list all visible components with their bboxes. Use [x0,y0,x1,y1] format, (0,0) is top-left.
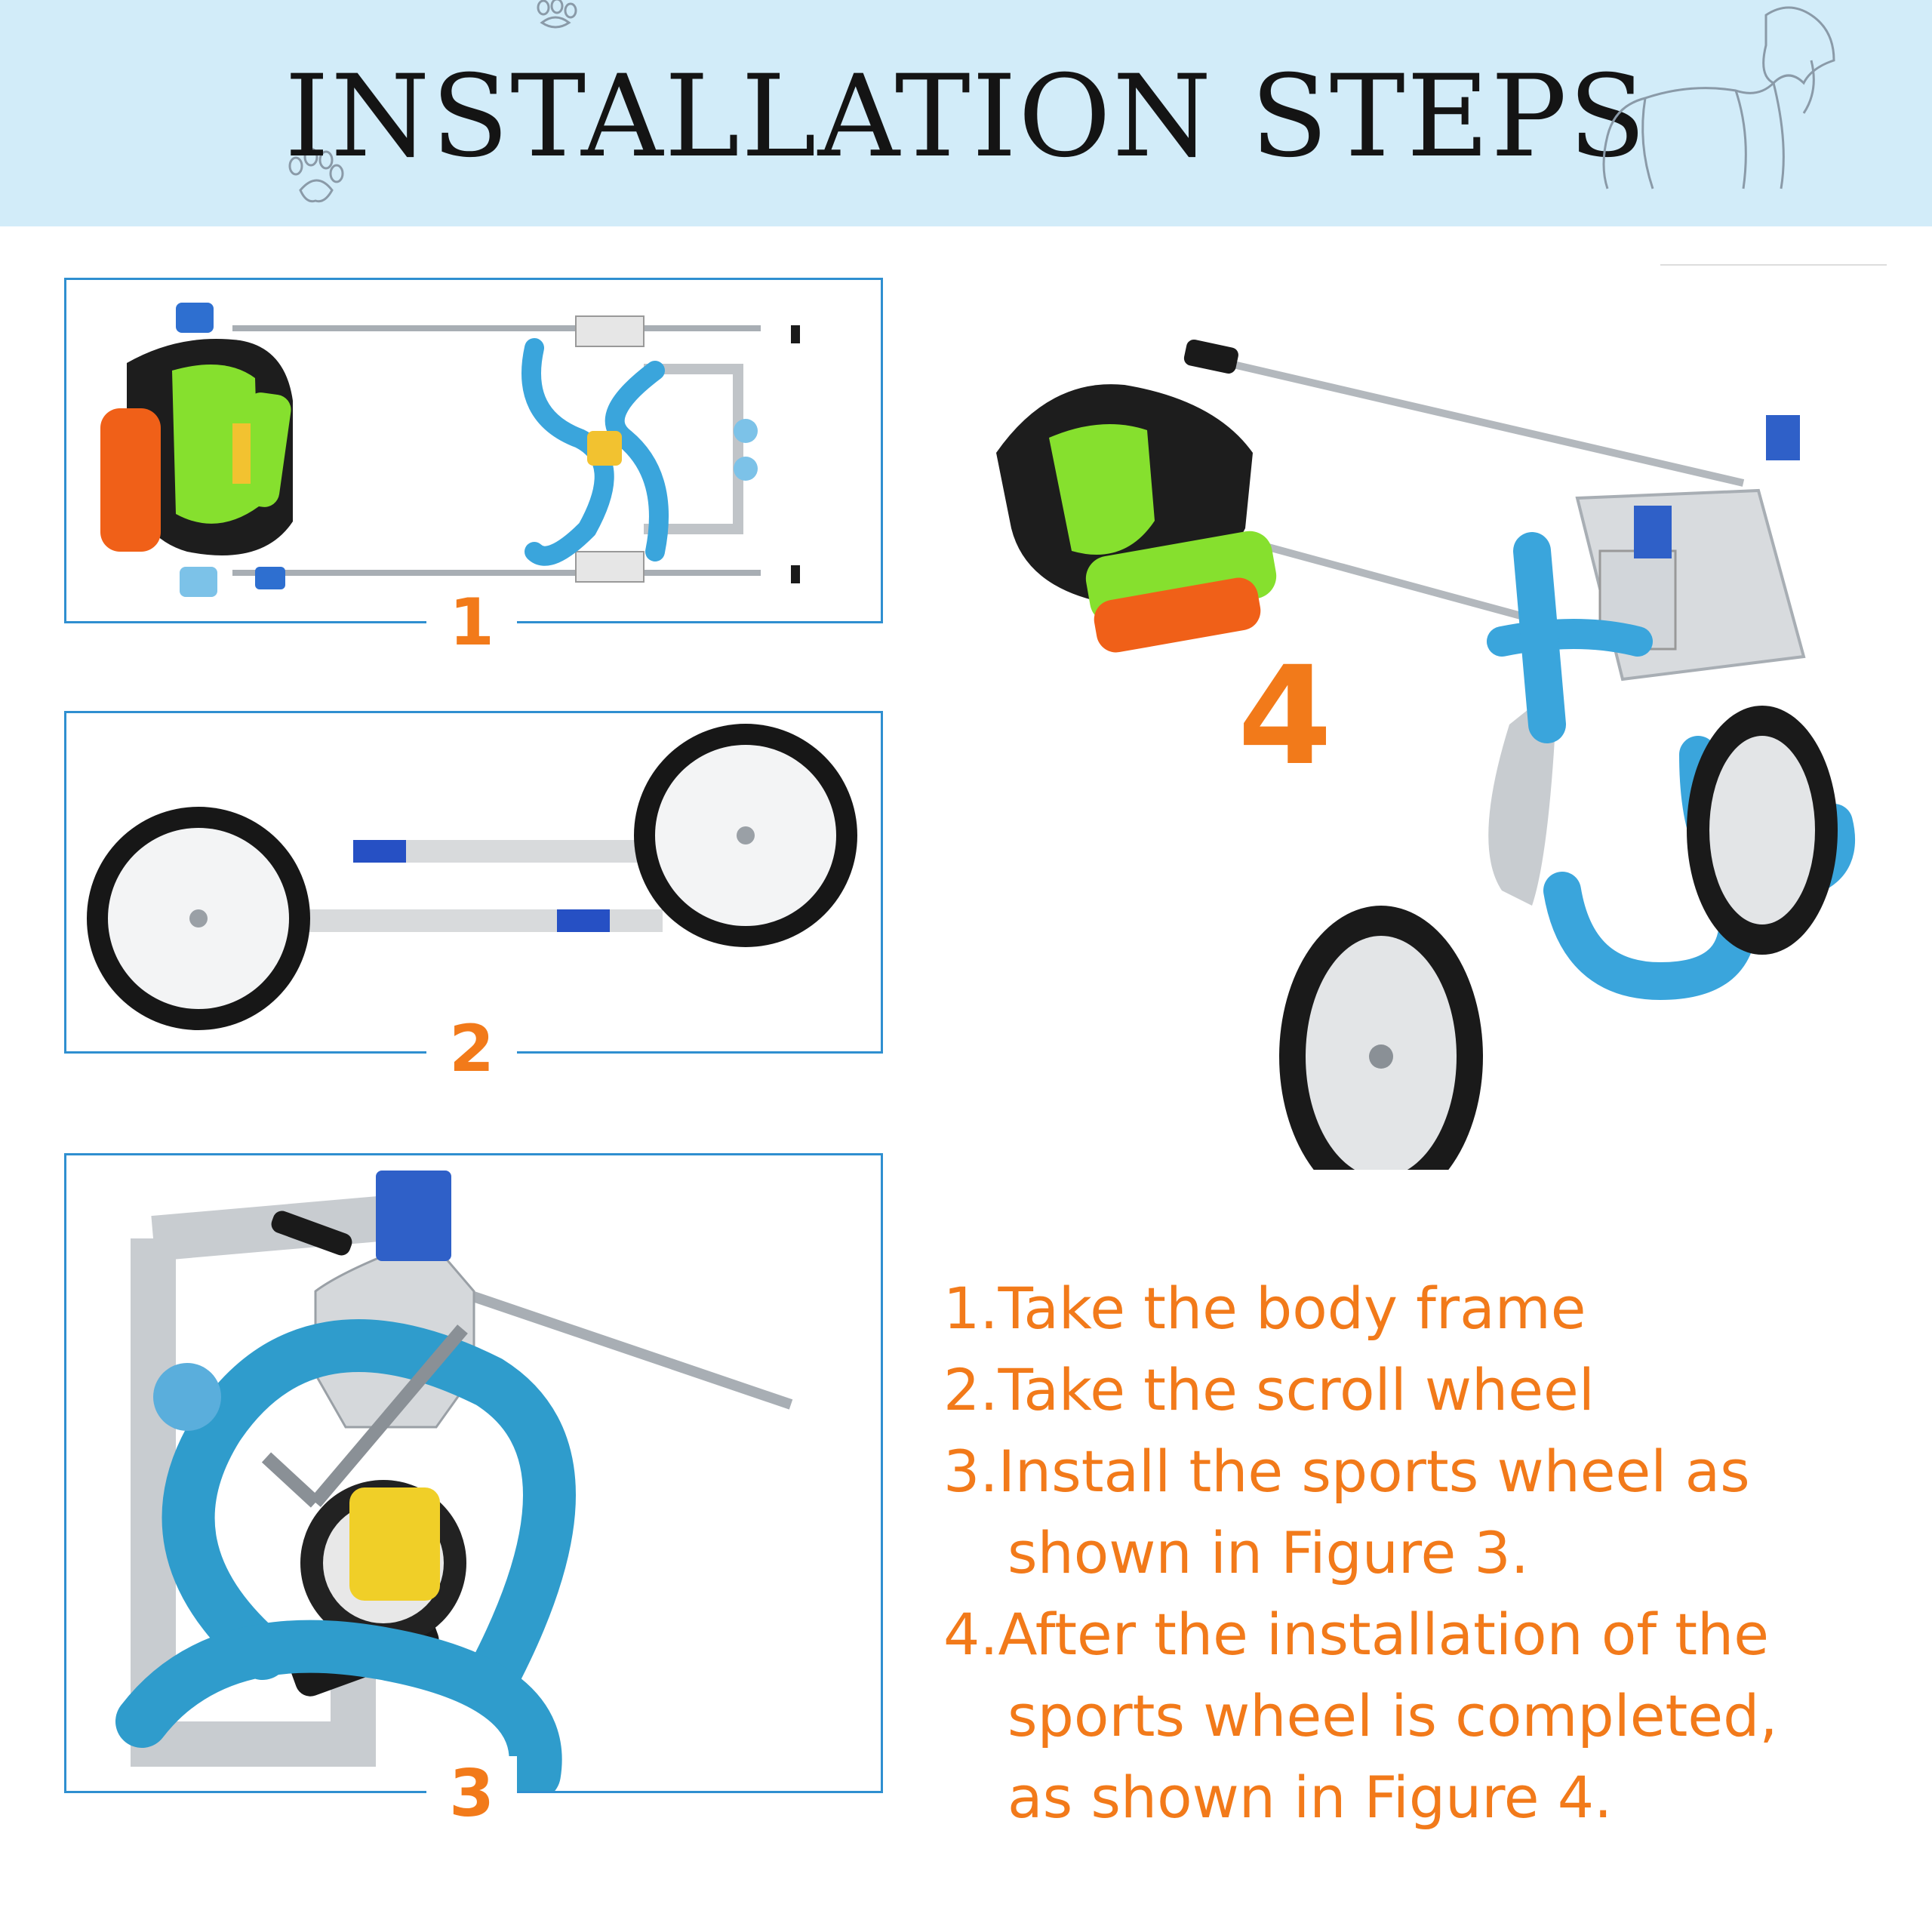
step-4-label: 4 [1238,638,1333,795]
step-3-label: 3 [426,1756,517,1832]
instruction-4: 4.After the installation of the [943,1601,1769,1668]
paw-print-icon [288,147,344,203]
paw-print-icon [537,0,577,29]
header-banner: INSTALLATION STEPS [0,0,1932,226]
step-1-label: 1 [426,585,517,660]
instruction-4-continued-2: as shown in Figure 4. [1008,1764,1613,1831]
instruction-3-continued: shown in Figure 3. [1008,1519,1529,1586]
instruction-4-continued: sports wheel is completed, [1008,1682,1778,1749]
step-2-label: 2 [426,1011,517,1087]
dog-outline-icon [1602,6,1835,189]
step-2-figure [64,711,883,1054]
step-1-figure [64,278,883,623]
instructions-list: 1.Take the body frame 2.Take the scroll … [943,1268,1917,1838]
assembled-wheelchair-image [996,339,1856,1170]
instruction-3: 3.Install the sports wheel as [943,1438,1750,1505]
instruction-2: 2.Take the scroll wheel [943,1356,1595,1423]
instruction-1: 1.Take the body frame [943,1275,1586,1342]
divider [1660,264,1887,266]
closeup-image [115,1171,793,1791]
body-frame-image [100,303,800,597]
step-3-figure [64,1153,883,1793]
page-title: INSTALLATION STEPS [285,51,1647,183]
wheels-image [87,724,857,1030]
